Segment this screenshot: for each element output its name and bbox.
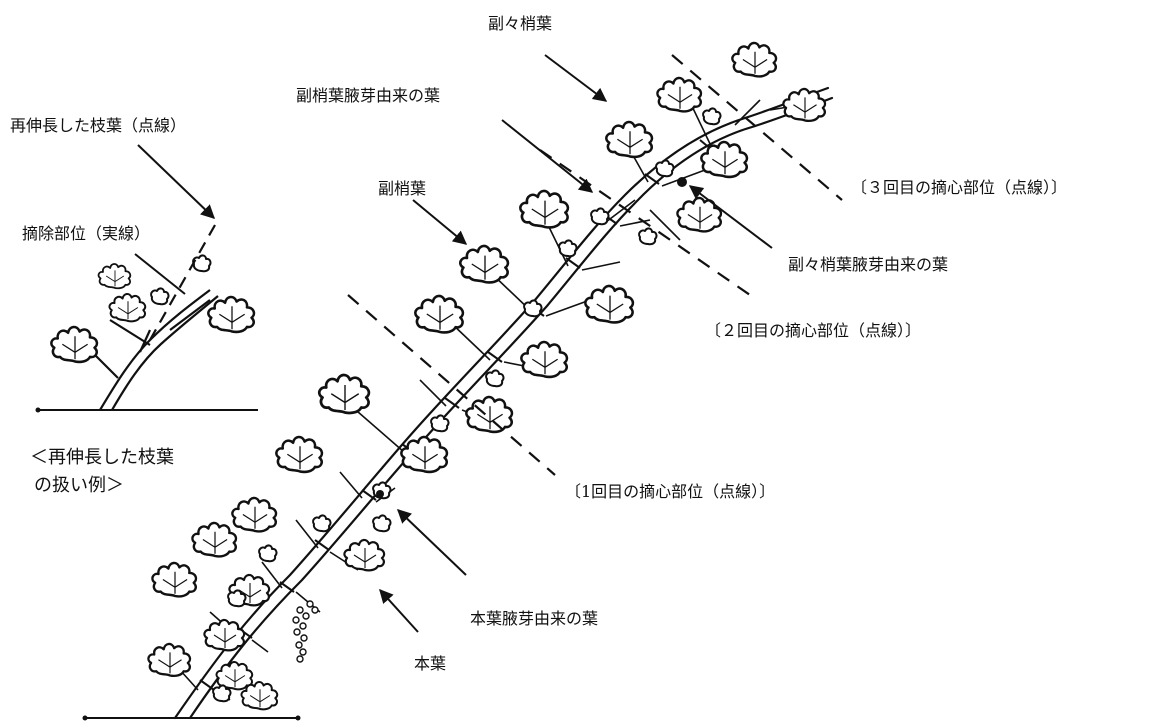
removal-solid-line <box>134 253 186 295</box>
label-sub-sub-shoot-leaf: 副々梢葉 <box>488 14 553 33</box>
label-first-pinching: 〔1回目の摘心部位（点線）〕 <box>565 482 776 501</box>
grape-cluster <box>292 600 319 663</box>
label-second-pinching: 〔２回目の摘心部位（点線）〕 <box>705 321 922 340</box>
label-leaf-from-sub-sub-shoot-axillary-bud: 副々梢葉腋芽由来の葉 <box>788 255 949 274</box>
label-example-title-1: ＜再伸長した枝葉 <box>30 447 174 468</box>
label-regrown-shoot: 再伸長した枝葉（点線） <box>10 116 187 135</box>
label-main-leaf: 本葉 <box>414 654 447 673</box>
label-leaf-from-main-axillary-bud: 本葉腋芽由来の葉 <box>470 609 599 628</box>
label-sub-shoot-leaf: 副梢葉 <box>378 179 427 198</box>
annotation-arrows <box>137 54 773 633</box>
label-example-title-2: の扱い例＞ <box>34 475 124 496</box>
pinching-lines <box>347 54 843 476</box>
label-third-pinching: 〔３回目の摘心部位（点線）〕 <box>851 178 1068 197</box>
label-leaf-from-sub-shoot-axillary-bud: 副梢葉腋芽由来の葉 <box>296 86 441 105</box>
small-leaves <box>212 107 722 703</box>
regrowth-example <box>89 289 219 411</box>
main-vine <box>173 86 834 720</box>
label-removal-part: 摘除部位（実線） <box>22 224 151 243</box>
